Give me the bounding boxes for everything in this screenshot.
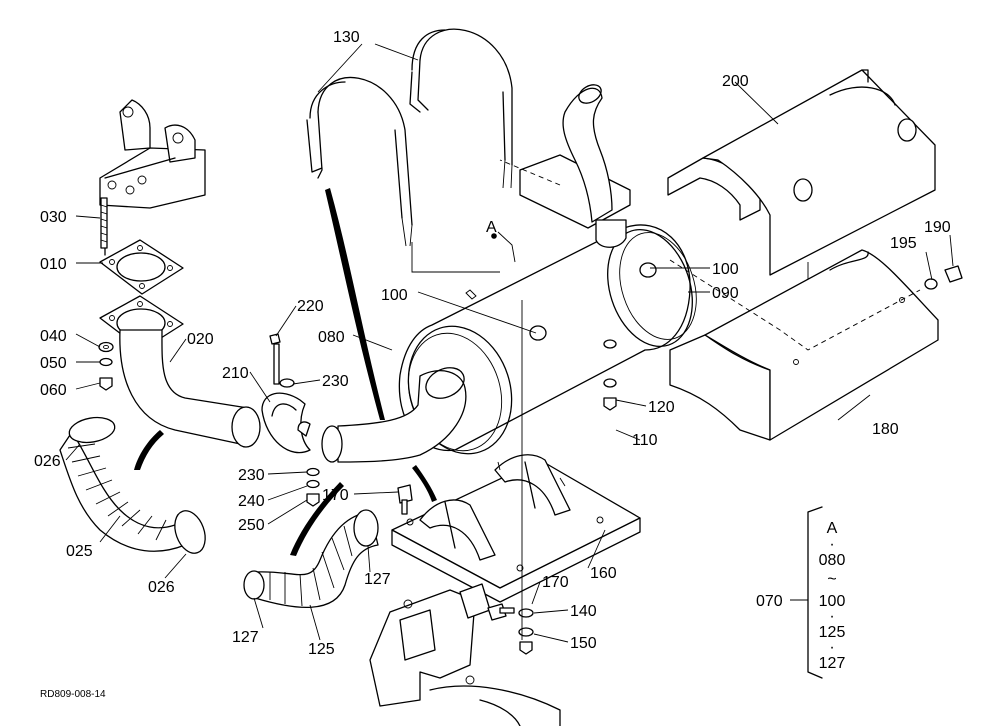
label-170-lower: 170 — [542, 574, 569, 591]
part-labels: 130 200 030 010 A 100 100 090 195 190 04… — [34, 29, 951, 658]
label-230-lower: 230 — [238, 467, 265, 484]
hose-125 — [243, 509, 379, 609]
legend-item-080: 080 — [819, 552, 846, 569]
label-010: 010 — [40, 256, 67, 273]
pipe-020 — [99, 295, 261, 448]
label-240: 240 — [238, 493, 265, 510]
label-125: 125 — [308, 641, 335, 658]
label-170-upper: 170 — [322, 487, 349, 504]
label-210: 210 — [222, 365, 249, 382]
bracket-160 — [391, 454, 641, 603]
label-230-upper: 230 — [322, 373, 349, 390]
label-020: 020 — [187, 331, 214, 348]
label-140: 140 — [570, 603, 597, 620]
legend-dot-1: · — [829, 536, 834, 553]
hose-025 — [59, 416, 206, 554]
legend-label: 070 — [756, 593, 783, 610]
label-040: 040 — [40, 328, 67, 345]
label-100-right: 100 — [712, 261, 739, 278]
legend-bracket — [790, 506, 823, 679]
label-220: 220 — [297, 298, 324, 315]
legend-tilde: ~ — [827, 571, 836, 588]
label-120: 120 — [648, 399, 675, 416]
legend-item-127: 127 — [819, 655, 846, 672]
upper-heat-shield — [667, 69, 936, 282]
label-160: 160 — [590, 565, 617, 582]
lower-heat-shield — [499, 159, 939, 441]
legend-item-100: 100 — [819, 593, 846, 610]
label-150: 150 — [570, 635, 597, 652]
label-180: 180 — [872, 421, 899, 438]
exhaust-manifold — [99, 99, 206, 256]
label-025: 025 — [66, 543, 93, 560]
legend-dot-3: · — [829, 639, 834, 656]
tailpipe — [519, 84, 631, 248]
label-127-left: 127 — [232, 629, 259, 646]
legend-dot-2: · — [829, 608, 834, 625]
label-a: A — [486, 219, 497, 236]
legend-070: 070 A · 080 ~ 100 · 125 · 127 — [756, 520, 845, 672]
stud-030 — [100, 197, 108, 249]
bolt-220 — [269, 333, 281, 385]
u-clamp-bands — [306, 28, 513, 247]
reference-point-a — [491, 233, 497, 239]
gasket-010 — [99, 239, 184, 295]
label-127-right: 127 — [364, 571, 391, 588]
hardware — [397, 265, 963, 655]
label-100-left: 100 — [381, 287, 408, 304]
mounting-frame — [369, 583, 561, 726]
legend-item-125: 125 — [819, 624, 846, 641]
label-190: 190 — [924, 219, 951, 236]
guide-curves — [134, 188, 437, 556]
label-250: 250 — [238, 517, 265, 534]
label-110: 110 — [632, 432, 658, 449]
clamp-210 — [261, 392, 311, 454]
label-200: 200 — [722, 73, 749, 90]
label-130: 130 — [333, 29, 360, 46]
washers-040-060 — [98, 341, 114, 391]
label-080: 080 — [318, 329, 345, 346]
label-060: 060 — [40, 382, 67, 399]
label-195: 195 — [890, 235, 917, 252]
label-030: 030 — [40, 209, 67, 226]
label-050: 050 — [40, 355, 67, 372]
reference-code: RD809-008-14 — [40, 689, 106, 700]
washer-nuts-230-250 — [279, 378, 320, 507]
label-026-upper: 026 — [34, 453, 61, 470]
label-090: 090 — [712, 285, 739, 302]
leader-lines — [65, 43, 954, 643]
muffler-body — [321, 224, 697, 463]
label-026-lower: 026 — [148, 579, 175, 596]
legend-item-a: A — [827, 520, 838, 537]
